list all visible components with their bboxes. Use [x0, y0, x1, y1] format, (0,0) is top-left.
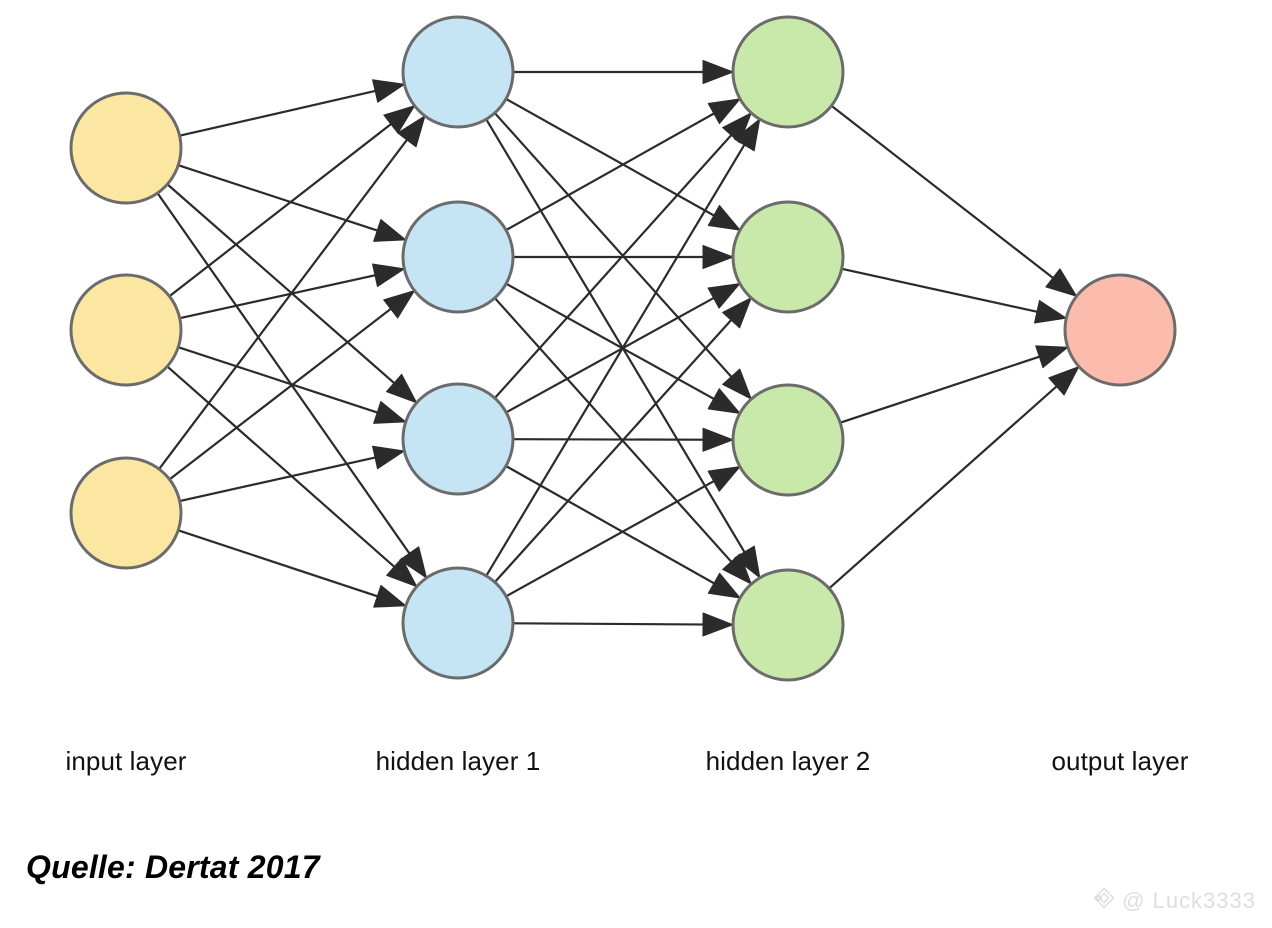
edge-hidden2-to-output [828, 365, 1080, 590]
watermark: @ Luck3333 [1092, 886, 1256, 916]
nodes-group [69, 15, 1177, 682]
edge-input-to-hidden1 [177, 529, 407, 608]
node-hidden2-1[interactable] [731, 15, 845, 129]
source-caption: Quelle: Dertat 2017 [26, 849, 320, 885]
edge-hidden1-to-hidden2 [485, 118, 761, 577]
node-hidden1-4[interactable] [401, 566, 515, 680]
node-input-2[interactable] [69, 273, 183, 387]
diamond-logo-icon [1092, 886, 1116, 916]
node-hidden2-4[interactable] [731, 568, 845, 682]
layer-label-input: input layer [65, 746, 187, 776]
edge-hidden2-to-output [830, 104, 1078, 298]
edge-hidden1-to-hidden2 [513, 60, 734, 84]
node-hidden2-2[interactable] [731, 200, 845, 314]
edge-input-to-hidden1 [177, 164, 407, 242]
edge-input-to-hidden1 [158, 115, 426, 470]
edge-hidden2-to-output [839, 345, 1069, 424]
edge-hidden1-to-hidden2 [494, 297, 752, 583]
node-input-3[interactable] [69, 456, 183, 570]
edge-hidden2-to-output [841, 267, 1067, 324]
edge-input-to-hidden1 [168, 104, 416, 298]
edge-hidden1-to-hidden2 [505, 97, 741, 232]
edge-input-to-hidden1 [168, 289, 416, 481]
watermark-text: @ Luck3333 [1122, 888, 1256, 913]
edge-input-to-hidden1 [179, 445, 405, 503]
node-hidden1-3[interactable] [401, 382, 515, 496]
edges-group [156, 60, 1080, 637]
node-output-1[interactable] [1063, 273, 1177, 387]
layer-label-hidden2: hidden layer 2 [705, 746, 871, 776]
node-hidden1-1[interactable] [401, 15, 515, 129]
edge-hidden1-to-hidden2 [493, 112, 753, 399]
edge-hidden1-to-hidden2 [505, 465, 741, 598]
node-hidden2-3[interactable] [731, 383, 845, 497]
edge-hidden1-to-hidden2 [512, 612, 734, 637]
layer-label-output: output layer [1051, 746, 1189, 776]
node-hidden1-2[interactable] [401, 200, 515, 314]
layer-label-hidden1: hidden layer 1 [375, 746, 541, 776]
node-input-1[interactable] [69, 91, 183, 205]
edge-input-to-hidden1 [179, 79, 405, 137]
